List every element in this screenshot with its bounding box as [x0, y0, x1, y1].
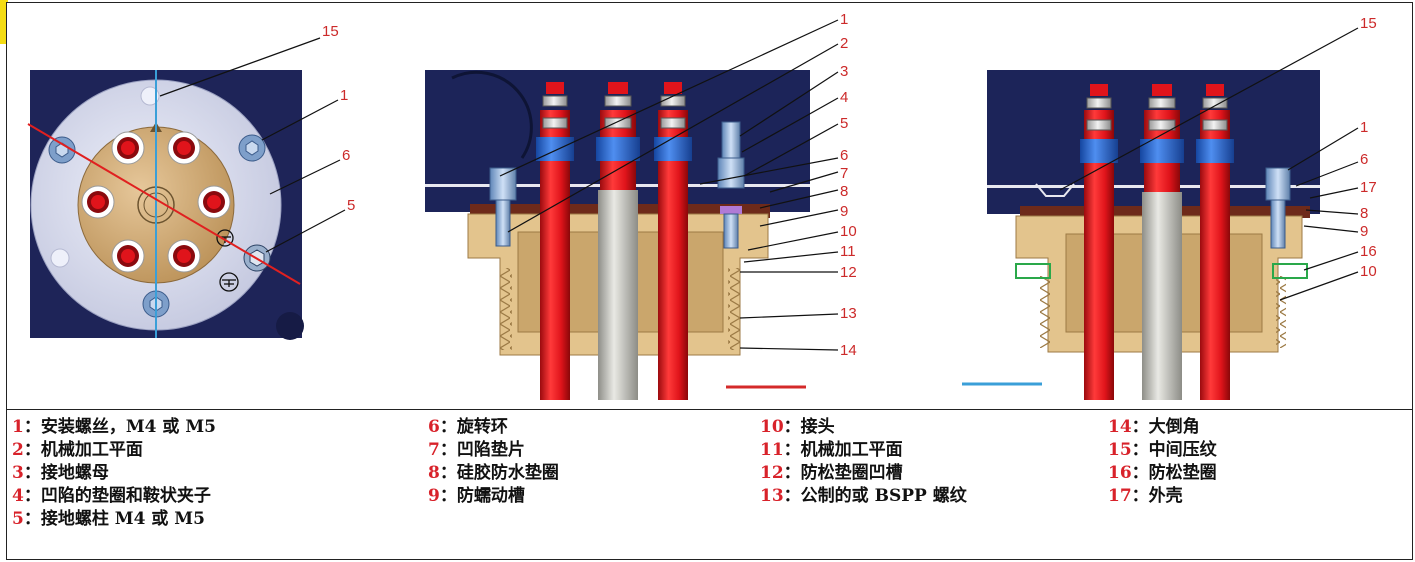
callout-label: 6 [1360, 151, 1368, 168]
callout-label: 10 [840, 223, 857, 240]
callout-label: 4 [840, 89, 848, 106]
callout-label: 1 [1360, 119, 1368, 136]
earth-stud [717, 121, 745, 249]
dimple [50, 248, 70, 268]
legend-item: 15：中间压纹 [1108, 440, 1217, 460]
callout-label: 10 [1360, 263, 1377, 280]
blue-band [1196, 139, 1234, 163]
callout-label: 15 [322, 23, 339, 40]
conductors [81, 131, 231, 273]
grey-cable [1142, 192, 1182, 400]
callout-label: 16 [1360, 243, 1377, 260]
cable-gland-drawing: 15 1 6 5 [27, 11, 1377, 400]
callout-label: 6 [840, 147, 848, 164]
legend-column-4: 14：大倒角 15：中间压纹 16：防松垫圈 17：外壳 [1108, 416, 1217, 508]
dimple [140, 86, 160, 106]
thread-left [1040, 276, 1050, 348]
blue-band [1080, 139, 1118, 163]
callout-label: 15 [1360, 15, 1377, 32]
leader-lines [159, 37, 346, 253]
legend-column-3: 10：接头 11：机械加工平面 12：防松垫圈凹槽 13：公制的或 BSPP 螺… [760, 416, 967, 508]
callout-label: 9 [840, 203, 848, 220]
callout-label: 1 [840, 11, 848, 28]
legend-item: 7：凹陷垫片 [428, 440, 525, 460]
mounting-screw [489, 167, 517, 247]
callout-label: 7 [840, 165, 848, 182]
leader-lines [1059, 27, 1359, 301]
center-emboss [1035, 183, 1075, 197]
washer [720, 206, 742, 214]
legend-item: 4：凹陷的垫圈和鞍状夹子 [12, 486, 211, 506]
enclosure-edge [451, 70, 533, 159]
callout-label: 9 [1360, 223, 1368, 240]
legend-item: 14：大倒角 [1108, 417, 1200, 437]
blue-band [654, 137, 692, 161]
section-view-middle [425, 19, 839, 400]
legend-item: 5：接地螺柱 M4 或 M5 [12, 509, 205, 529]
callout-label: 12 [840, 264, 857, 281]
legend-item: 6：旋转环 [428, 417, 508, 437]
callout-label: 1 [340, 87, 348, 104]
legend-item: 16：防松垫圈 [1108, 463, 1217, 483]
callout-label: 17 [1360, 179, 1377, 196]
legend-column-2: 6：旋转环 7：凹陷垫片 8：硅胶防水垫圈 9：防蠕动槽 [428, 416, 559, 508]
earth-symbol-icon [216, 229, 239, 292]
legend-item: 17：外壳 [1108, 486, 1183, 506]
yellow-corner-tab [0, 0, 8, 44]
legend-item: 1：安装螺丝，M4 或 M5 [12, 417, 216, 437]
section-view-right [962, 27, 1359, 400]
legend-item: 9：防蠕动槽 [428, 486, 525, 506]
leader-lines [499, 19, 839, 351]
callout-label: 8 [1360, 205, 1368, 222]
mounting-screw [1265, 167, 1291, 249]
legend-item: 3：接地螺母 [12, 463, 109, 483]
callout-label: 5 [840, 115, 848, 132]
legend-item: 2：机械加工平面 [12, 440, 143, 460]
callout-label: 8 [840, 183, 848, 200]
grey-cable [598, 190, 638, 400]
top-view [27, 37, 346, 340]
callout-label: 2 [840, 35, 848, 52]
callout-label: 5 [347, 197, 355, 214]
legend-item: 12：防松垫圈凹槽 [760, 463, 903, 483]
cable-nuts [542, 82, 686, 129]
legend-item: 13：公制的或 BSPP 螺纹 [760, 486, 967, 506]
legend-column-1: 1：安装螺丝，M4 或 M5 2：机械加工平面 3：接地螺母 4：凹陷的垫圈和鞍… [12, 416, 216, 531]
callout-label: 14 [840, 342, 857, 359]
callout-label: 13 [840, 305, 857, 322]
callout-label: 11 [840, 243, 856, 260]
cable-nuts [1086, 84, 1228, 131]
thread-right [1276, 276, 1286, 348]
callout-label: 6 [342, 147, 350, 164]
lockwasher-left [1015, 263, 1051, 279]
legend-divider [6, 409, 1413, 410]
legend-item: 10：接头 [760, 417, 835, 437]
lockwasher-right [1272, 263, 1308, 279]
legend-item: 8：硅胶防水垫圈 [428, 463, 559, 483]
corner-shadow [276, 312, 304, 340]
legend-item: 11：机械加工平面 [760, 440, 903, 460]
thread-left [500, 268, 512, 350]
section-axis-red [27, 123, 301, 285]
thread-right [728, 268, 740, 350]
callout-label: 3 [840, 63, 848, 80]
blue-band [596, 137, 640, 161]
